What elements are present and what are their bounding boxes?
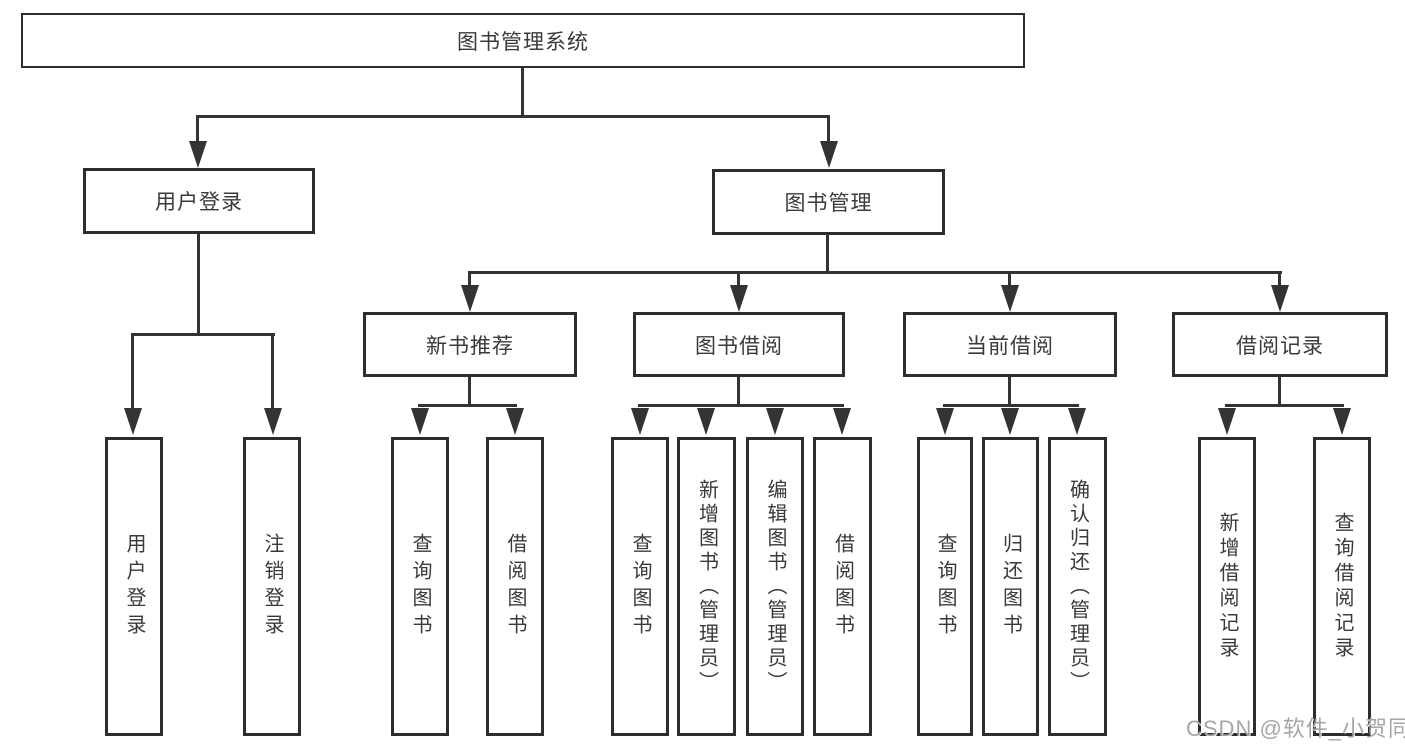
- leaf-label: 查询图书: [629, 532, 651, 641]
- leaf-label: 借阅图书: [831, 532, 854, 641]
- connector-line: [638, 404, 844, 407]
- leaf-label: 确认归还（管理员）: [1066, 478, 1089, 695]
- arrow-down-icon: [461, 285, 479, 312]
- arrow-down-icon: [697, 408, 715, 435]
- connector-line: [468, 377, 471, 407]
- node-current-borrow: 当前借阅: [903, 312, 1117, 377]
- arrow-down-icon: [1001, 408, 1019, 435]
- connector-line: [943, 404, 1079, 407]
- connector-line: [521, 68, 524, 118]
- connector-line: [1278, 377, 1281, 407]
- arrow-down-icon: [730, 285, 748, 312]
- leaf-borrow-books-1: 借阅图书: [486, 437, 544, 736]
- connector-line: [271, 333, 274, 410]
- leaf-label: 编辑图书（管理员）: [764, 478, 786, 695]
- leaf-label: 注销登录: [261, 532, 283, 641]
- connector-line: [131, 333, 134, 410]
- leaf-label: 查询借阅记录: [1331, 511, 1353, 662]
- leaf-label: 新增借阅记录: [1216, 511, 1238, 662]
- leaf-label: 查询图书: [409, 532, 431, 641]
- leaf-label: 归还图书: [999, 532, 1022, 641]
- leaf-label: 查询图书: [934, 532, 956, 641]
- arrow-down-icon: [820, 141, 838, 168]
- node-root: 图书管理系统: [21, 13, 1025, 68]
- leaf-query-books-2: 查询图书: [611, 437, 669, 736]
- connector-line: [197, 115, 830, 118]
- connector-line: [1225, 404, 1344, 407]
- node-borrow-records: 借阅记录: [1172, 312, 1388, 377]
- node-user-login: 用户登录: [83, 168, 315, 234]
- arrow-down-icon: [1001, 285, 1019, 312]
- leaf-logout: 注销登录: [243, 437, 301, 736]
- connector-line: [827, 115, 830, 143]
- connector-line: [1008, 271, 1011, 288]
- leaf-label: 借阅图书: [504, 532, 526, 641]
- connector-line: [468, 271, 471, 288]
- connector-line: [196, 115, 199, 143]
- csdn-watermark: CSDN @软件_小贺同学: [1186, 716, 1405, 741]
- leaf-query-books-1: 查询图书: [391, 437, 449, 736]
- arrow-down-icon: [264, 408, 282, 435]
- leaf-confirm-return-admin: 确认归还（管理员）: [1048, 437, 1107, 736]
- leaf-query-borrow-record: 查询借阅记录: [1313, 437, 1371, 736]
- arrow-down-icon: [124, 408, 142, 435]
- connector-line: [1278, 271, 1281, 288]
- leaf-user-login: 用户登录: [105, 437, 163, 736]
- leaf-label: 新增图书（管理员）: [695, 478, 718, 695]
- leaf-borrow-books-2: 借阅图书: [813, 437, 872, 736]
- arrow-down-icon: [189, 141, 207, 168]
- connector-line: [468, 271, 1282, 274]
- arrow-down-icon: [1271, 285, 1289, 312]
- arrow-down-icon: [631, 408, 649, 435]
- node-new-books: 新书推荐: [363, 312, 577, 377]
- node-book-mgmt: 图书管理: [712, 169, 945, 235]
- leaf-return-book: 归还图书: [982, 437, 1039, 736]
- arrow-down-icon: [1218, 408, 1236, 435]
- arrow-down-icon: [833, 408, 851, 435]
- leaf-query-books-3: 查询图书: [917, 437, 973, 736]
- connector-line: [737, 271, 740, 288]
- arrow-down-icon: [936, 408, 954, 435]
- connector-line: [1008, 377, 1011, 407]
- arrow-down-icon: [1333, 408, 1351, 435]
- arrow-down-icon: [506, 408, 524, 435]
- connector-line: [826, 235, 829, 274]
- arrow-down-icon: [766, 408, 784, 435]
- leaf-label: 用户登录: [123, 532, 145, 641]
- connector-line: [131, 333, 275, 336]
- connector-line: [197, 234, 200, 336]
- leaf-add-borrow-record: 新增借阅记录: [1198, 437, 1256, 736]
- node-book-borrow: 图书借阅: [633, 312, 845, 377]
- connector-line: [737, 377, 740, 407]
- arrow-down-icon: [411, 408, 429, 435]
- leaf-add-book-admin: 新增图书（管理员）: [677, 437, 736, 736]
- arrow-down-icon: [1068, 408, 1086, 435]
- leaf-edit-book-admin: 编辑图书（管理员）: [746, 437, 804, 736]
- connector-line: [418, 404, 517, 407]
